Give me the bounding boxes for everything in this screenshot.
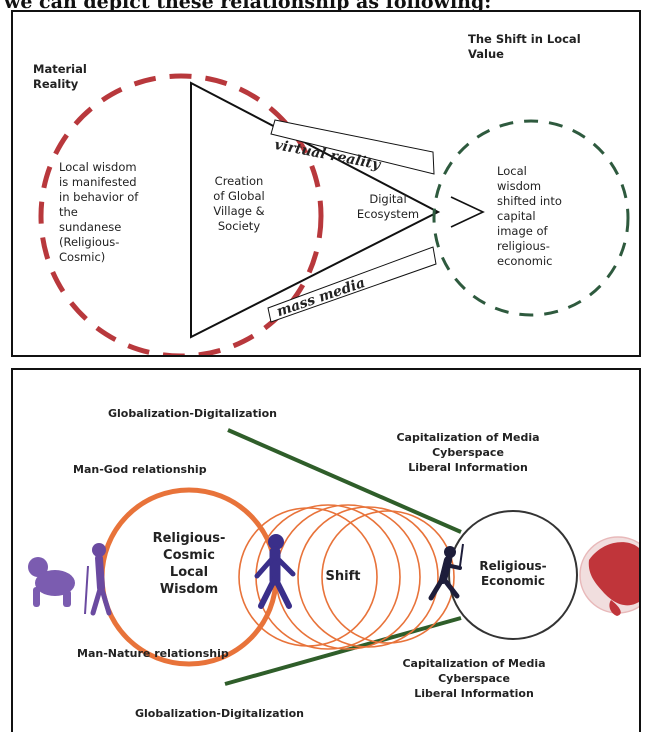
capitalization-of-media-bottom-label: Capitalization of Media Cyberspace Liber…: [402, 657, 546, 700]
panel2-graphics: [28, 428, 639, 686]
material-reality-dashed-circle: [38, 73, 324, 355]
religious-cosmic-local-wisdom-label: Religious- Cosmic Local Wisdom: [152, 531, 226, 597]
man-nature-relationship-label: Man-Nature relationship: [77, 647, 229, 660]
mass-media-band: [267, 246, 437, 323]
globalization-digitalization-bottom-label: Globalization-Digitalization: [135, 707, 305, 720]
walking-man-with-stick-icon: [84, 543, 112, 616]
panel1-graphics: [38, 73, 630, 355]
shift-label: Shift: [325, 569, 361, 584]
global-village-triangle: [190, 81, 441, 339]
shift-dashed-circle: [432, 119, 630, 317]
globe-icon: [579, 536, 639, 616]
local-wisdom-manifested-text: Local wisdom is manifested in behavior o…: [59, 160, 139, 264]
religious-economic-circle: [448, 510, 578, 640]
running-man-icon: [428, 543, 464, 601]
shift-in-local-value-label: The Shift in Local Value: [468, 32, 581, 61]
striding-man-icon: [254, 534, 296, 609]
page-header-text: we can depict these relationship as foll…: [4, 0, 492, 12]
virtual-reality-band: [270, 119, 435, 175]
diagram-panel-shift: Globalization-Digitalization Capitalizat…: [11, 368, 641, 732]
global-village-text: Creation of Global Village & Society: [213, 174, 265, 233]
chevron-right-icon: [450, 196, 485, 228]
material-reality-label: Material Reality: [33, 62, 87, 91]
local-wisdom-shifted-text: Local wisdom shifted into capital image …: [497, 164, 562, 268]
religious-economic-label: Religious- Economic: [479, 559, 547, 588]
globalization-line-bottom: [224, 616, 462, 686]
baby-crawling-icon: [28, 557, 75, 607]
globalization-line-top: [227, 428, 462, 534]
capitalization-of-media-top-label: Capitalization of Media Cyberspace Liber…: [396, 431, 540, 474]
globalization-digitalization-top-label: Globalization-Digitalization: [108, 407, 278, 420]
diagram-panel-material-reality: Material Reality The Shift in Local Valu…: [11, 10, 641, 357]
digital-ecosystem-label: Digital Ecosystem: [356, 192, 420, 221]
man-god-relationship-label: Man-God relationship: [73, 463, 207, 476]
